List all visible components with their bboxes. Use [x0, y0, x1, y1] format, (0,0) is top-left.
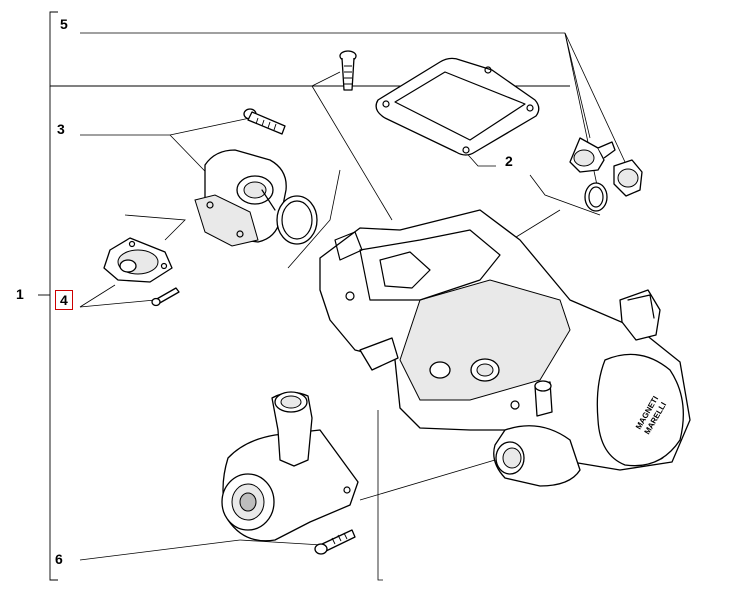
sensor-flange-part [103, 237, 180, 307]
callout-4-highlighted[interactable]: 4 [55, 290, 73, 310]
throttle-body-part [319, 209, 691, 487]
callout-3: 3 [57, 121, 65, 137]
valve-plug-part [569, 137, 643, 212]
top-bolt-part [339, 50, 357, 91]
callout-2: 2 [505, 153, 513, 169]
actuator-part [221, 391, 359, 555]
gasket-part [375, 57, 540, 156]
callout-5: 5 [60, 16, 68, 32]
callout-6: 6 [55, 551, 63, 567]
thermostat-housing-part [194, 108, 318, 247]
callout-1: 1 [16, 286, 24, 302]
